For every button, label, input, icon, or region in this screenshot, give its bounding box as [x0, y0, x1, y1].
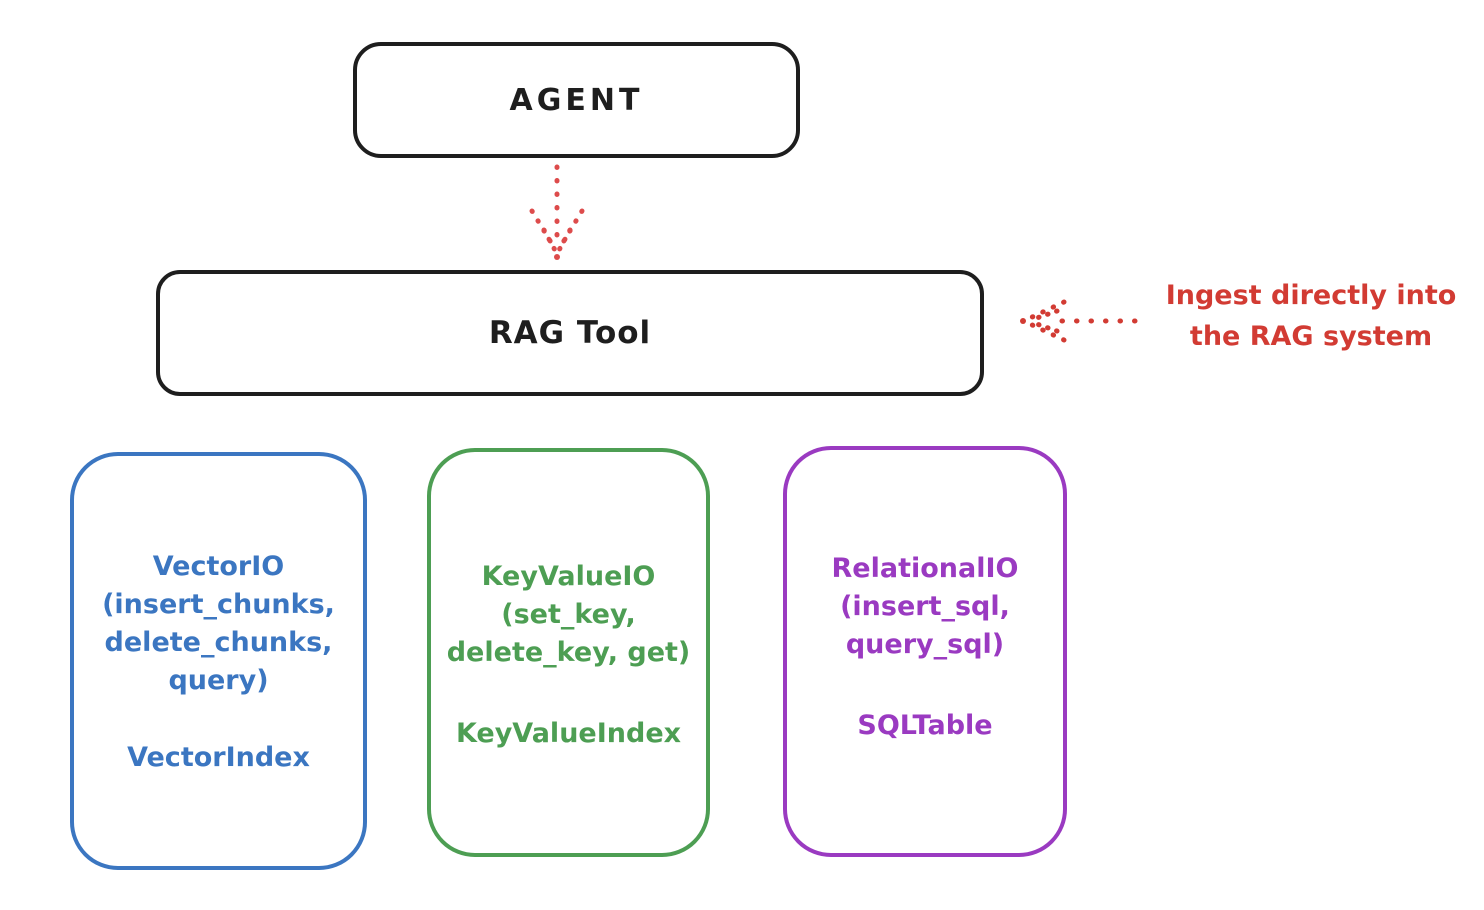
- relational-io-title: RelationalIO (insert_sql, query_sql): [831, 553, 1019, 660]
- vector-index-label: VectorIndex: [127, 742, 310, 773]
- vector-io-title: VectorIO (insert_chunks, delete_chunks, …: [102, 551, 335, 696]
- keyvalue-index-label: KeyValueIndex: [455, 718, 682, 749]
- keyvalue-io-title: KeyValueIO (set_key, delete_key, get): [446, 561, 691, 668]
- rag-tool-label: RAG Tool: [488, 315, 652, 351]
- sql-table-label: SQLTable: [857, 710, 993, 741]
- ingest-annotation-text: Ingest directly into the RAG system: [1165, 280, 1457, 352]
- ingest-annotation-arrow: [1020, 299, 1138, 343]
- relational-io-box: RelationalIO (insert_sql, query_sql) SQL…: [783, 446, 1067, 857]
- rag-tool-box: RAG Tool: [156, 270, 984, 396]
- agent-box: AGENT: [353, 42, 800, 158]
- agent-to-rag-arrow: [529, 164, 585, 260]
- keyvalue-io-box: KeyValueIO (set_key, delete_key, get) Ke…: [427, 448, 710, 857]
- vector-io-box: VectorIO (insert_chunks, delete_chunks, …: [70, 452, 367, 870]
- agent-label: AGENT: [509, 82, 644, 118]
